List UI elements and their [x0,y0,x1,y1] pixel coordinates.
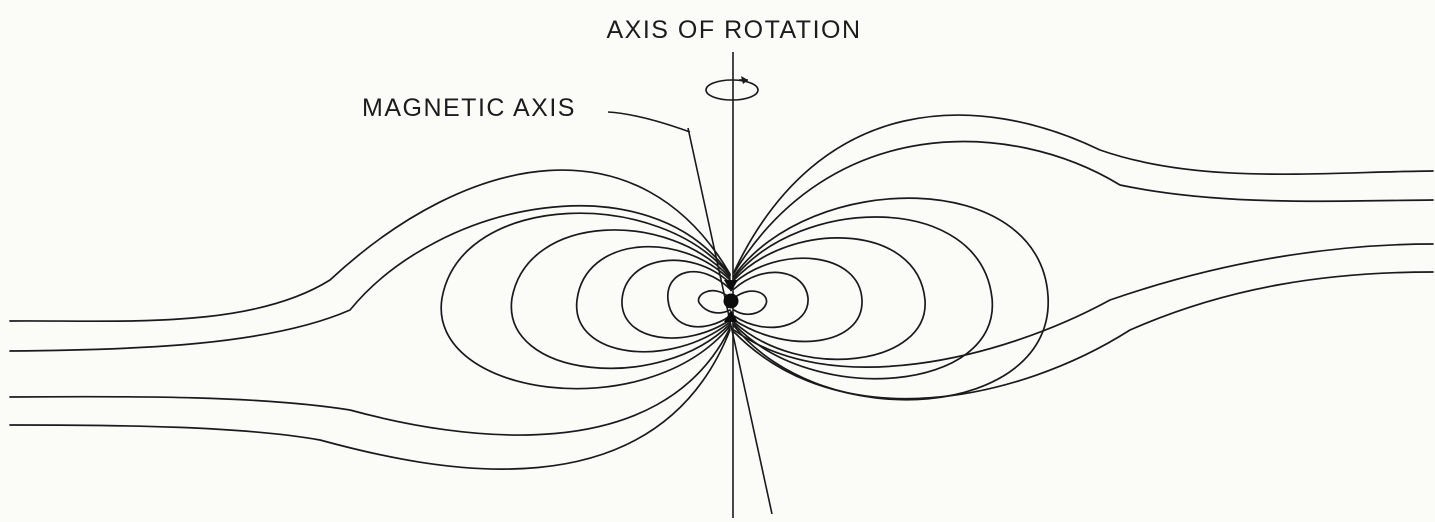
magnetic-axis-label: MAGNETIC AXIS [362,94,576,122]
left-open-field-lines [10,170,730,469]
field-line [734,115,1433,272]
field-line [622,260,730,338]
field-line [734,198,1048,400]
right-open-field-lines [734,115,1433,399]
field-line [734,217,992,379]
field-line [734,238,925,359]
field-line [734,272,808,327]
planet-dot [724,294,739,309]
field-line [10,206,730,351]
left-field-loops [441,213,730,388]
magnetic-axis-leader-line [608,112,690,132]
field-line [734,244,1433,367]
field-line [734,291,767,314]
field-line [10,328,730,435]
right-field-loops [734,198,1048,400]
field-line [734,258,862,341]
rotation-arrow-icon [706,76,758,100]
axis-of-rotation-label: AXIS OF ROTATION [606,16,861,44]
field-line [441,213,730,388]
field-line [10,330,730,469]
